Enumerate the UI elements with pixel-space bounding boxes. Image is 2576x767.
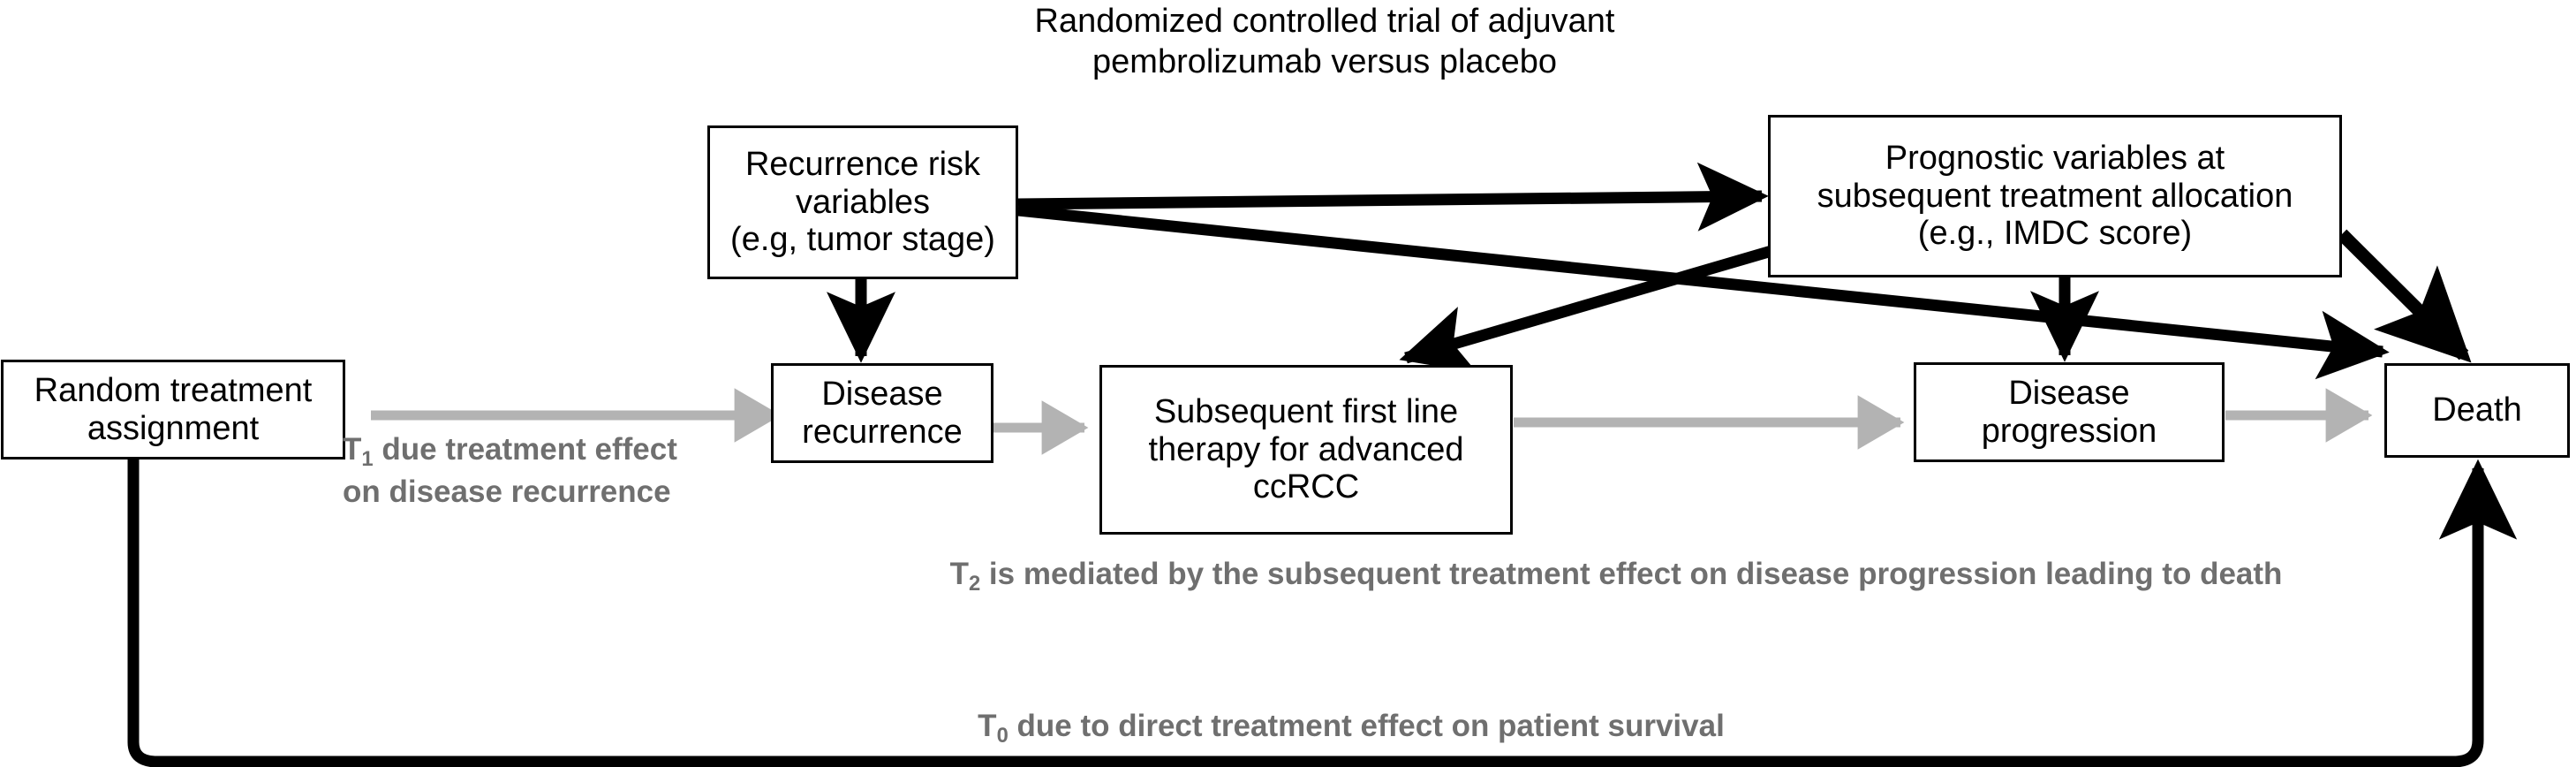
node-disease-progression-line-2: progression <box>1981 412 2157 450</box>
node-death-label: Death <box>2432 391 2522 429</box>
caption-t2-text: is mediated by the subsequent treatment … <box>980 557 2283 591</box>
caption-t1-symbol: T <box>343 432 362 467</box>
edge-recurrence-risk-to-prognostic-vars <box>1017 162 1769 232</box>
caption-t1: T1 due treatment effect on disease recur… <box>343 430 767 512</box>
node-recurrence-risk-variables-line-1: Recurrence risk <box>744 146 981 184</box>
figure-title-line-2: pembrolizumab versus placebo <box>1092 42 1557 80</box>
caption-t0-text: due to direct treatment effect on patien… <box>1008 709 1725 743</box>
node-random-treatment-assignment-line-2: assignment <box>87 409 260 447</box>
node-death[interactable]: Death <box>2384 363 2570 458</box>
node-disease-recurrence-line-1: Disease <box>821 375 943 413</box>
node-prognostic-variables-line-1: Prognostic variables at <box>1885 140 2225 178</box>
pathway-arrows <box>371 388 2373 455</box>
caption-t2: T2 is mediated by the subsequent treatme… <box>777 555 2455 597</box>
caption-t0: T0 due to direct treatment effect on pat… <box>865 707 1837 749</box>
caption-t1-line-2: on disease recurrence <box>343 474 671 509</box>
node-disease-progression-line-1: Disease <box>2008 374 2130 412</box>
node-random-treatment-assignment-line-1: Random treatment <box>34 371 313 409</box>
figure-title: Randomized controlled trial of adjuvant … <box>971 2 1678 82</box>
node-subsequent-first-line-therapy-line-1: Subsequent first line <box>1153 393 1459 431</box>
edge-prognostic-vars-to-subsequent-therapy <box>1399 239 1794 374</box>
edge-random-assignment-to-death-direct <box>127 459 2518 767</box>
caption-t2-subscript: 2 <box>968 572 981 596</box>
node-prognostic-variables-line-2: subsequent treatment allocation <box>1817 177 2293 215</box>
causal-arrows <box>127 162 2518 767</box>
caption-t0-symbol: T <box>978 709 997 743</box>
node-prognostic-variables[interactable]: Prognostic variables at subsequent treat… <box>1768 115 2342 277</box>
node-subsequent-first-line-therapy-line-3: ccRCC <box>1252 468 1360 506</box>
caption-t2-symbol: T <box>949 557 969 591</box>
node-subsequent-first-line-therapy-line-2: therapy for advanced <box>1148 430 1464 468</box>
node-subsequent-first-line-therapy[interactable]: Subsequent first line therapy for advanc… <box>1099 365 1513 535</box>
node-random-treatment-assignment[interactable]: Random treatment assignment <box>1 360 345 459</box>
edge-prognostic-vars-to-death <box>2337 229 2472 363</box>
node-prognostic-variables-line-3: (e.g., IMDC score) <box>1917 215 2193 253</box>
node-recurrence-risk-variables-line-3: (e.g, tumor stage) <box>730 221 995 259</box>
caption-t1-text: due treatment effect <box>373 432 677 467</box>
node-disease-recurrence-line-2: recurrence <box>802 413 963 451</box>
caption-t1-subscript: 1 <box>361 447 374 472</box>
node-disease-recurrence[interactable]: Disease recurrence <box>771 363 993 463</box>
node-disease-progression[interactable]: Disease progression <box>1914 362 2225 462</box>
node-recurrence-risk-variables-line-2: variables <box>795 183 931 221</box>
edge-recurrence-risk-to-death <box>1017 204 2390 380</box>
caption-t1-line-1: T1 due treatment effect <box>343 430 767 473</box>
caption-t0-subscript: 0 <box>996 724 1008 748</box>
node-recurrence-risk-variables[interactable]: Recurrence risk variables (e.g, tumor st… <box>707 125 1018 279</box>
figure-title-line-1: Randomized controlled trial of adjuvant <box>1034 3 1615 40</box>
